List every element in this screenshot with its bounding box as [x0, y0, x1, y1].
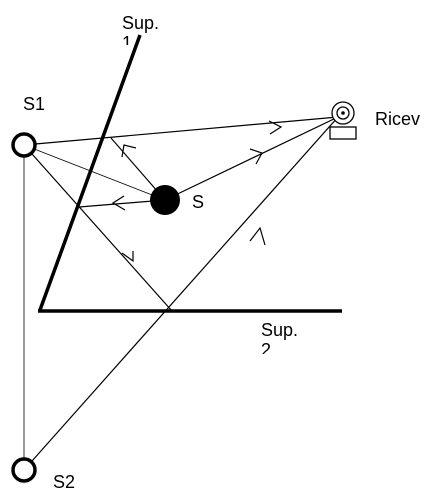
surface-2-label: Sup. 2	[261, 320, 299, 354]
s1-to-receiver-line	[23, 116, 339, 146]
source-label: S	[192, 192, 205, 212]
s2-to-receiver-line	[23, 116, 339, 471]
image-source-1	[11, 132, 37, 158]
image-source-2	[11, 457, 37, 483]
s1-ray-arrowhead	[268, 120, 283, 135]
surface-1-label: Sup. 1	[122, 13, 160, 45]
left-ray-arrowhead	[111, 195, 126, 211]
direct-ray	[164, 116, 339, 201]
upward-ray-arrowhead	[121, 144, 137, 158]
s1-to-surface2-ray	[23, 144, 173, 312]
image-source-2-label: S2	[53, 472, 76, 492]
s2-ray-arrowhead	[249, 226, 266, 246]
source-point	[150, 185, 180, 215]
receiver-label: Ricev	[375, 109, 421, 129]
receiver-icon	[329, 101, 357, 140]
s1-to-source-line	[23, 144, 166, 201]
surface-1-line	[38, 34, 142, 311]
image-source-1-label: S1	[23, 94, 46, 114]
down-ray-arrowhead	[121, 251, 134, 263]
direct-ray-arrowhead	[249, 148, 263, 165]
